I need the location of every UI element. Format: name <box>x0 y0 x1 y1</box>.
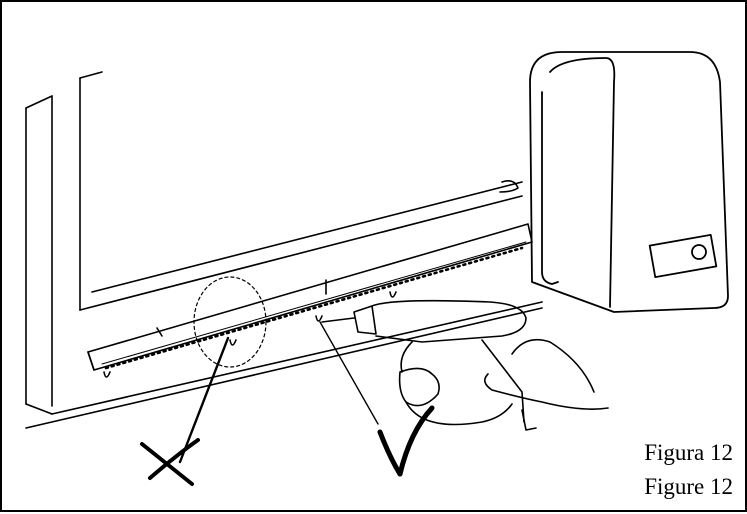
caption-italian: Figura 12 <box>644 440 733 465</box>
wrong-position-circle <box>193 276 267 368</box>
caption-english: Figure 12 <box>644 474 733 499</box>
hand-icon <box>398 338 609 426</box>
gate-icon <box>25 71 543 429</box>
gate-motor-unit-icon <box>529 51 729 313</box>
hand-drill-icon <box>321 299 537 431</box>
wrong-mark-icon <box>140 438 200 486</box>
right-leader-line <box>319 321 379 425</box>
figure-caption: Figura 12 Figure 12 <box>644 436 733 504</box>
wrong-leader-line <box>178 336 230 464</box>
right-mark-icon <box>377 405 435 477</box>
